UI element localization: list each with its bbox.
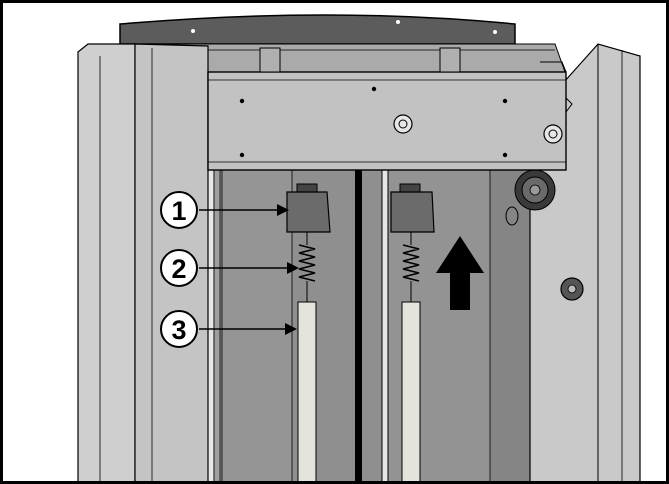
up-arrow xyxy=(436,236,484,310)
callout-number: 2 xyxy=(171,254,186,284)
compression-spring xyxy=(402,244,420,282)
guide-rod xyxy=(297,301,317,484)
callout-number: 3 xyxy=(171,315,186,345)
right-assembly xyxy=(390,183,435,484)
callout-number: 1 xyxy=(171,196,186,226)
bracket-bolt xyxy=(543,124,563,144)
stop-block xyxy=(390,191,435,233)
callout-3: 3 xyxy=(160,310,297,348)
compression-spring xyxy=(298,244,316,282)
callout-1: 1 xyxy=(160,191,289,229)
stop-block xyxy=(286,191,331,233)
center-divider xyxy=(355,170,362,484)
left-assembly xyxy=(286,183,331,484)
guide-rod xyxy=(401,301,421,484)
pulley xyxy=(514,169,556,211)
crossbar-bracket xyxy=(207,47,573,171)
bracket-bolt xyxy=(393,114,413,134)
callout-2: 2 xyxy=(160,249,299,287)
top-cover-plate xyxy=(119,14,516,45)
